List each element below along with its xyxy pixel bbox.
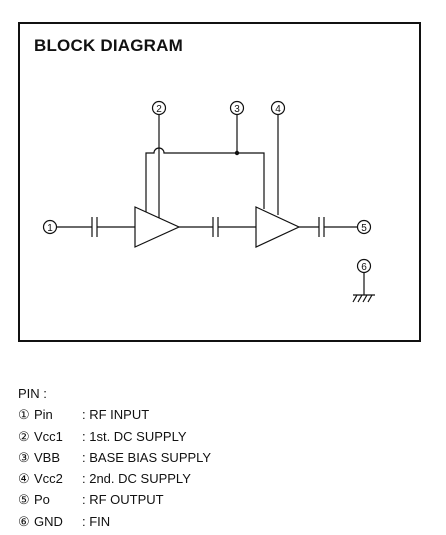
pin-description: : FIN — [82, 513, 111, 529]
pin-name: Pin — [34, 407, 53, 423]
svg-text:4: 4 — [275, 104, 281, 115]
pin-name: Vcc2 — [34, 471, 63, 487]
svg-text:5: 5 — [361, 223, 367, 234]
pin-number: ③ — [18, 449, 30, 465]
pin-1-marker: 1 — [42, 219, 58, 235]
pin-4-marker: 4 — [270, 100, 286, 116]
pin-6-marker: 6 — [356, 258, 372, 274]
svg-text:2: 2 — [156, 104, 162, 115]
svg-text:6: 6 — [361, 262, 367, 273]
pin-description: : 2nd. DC SUPPLY — [82, 471, 191, 487]
pin-legend-heading: PIN : — [18, 386, 47, 401]
diagram-title: BLOCK DIAGRAM — [34, 36, 183, 55]
amplifier-2 — [255, 206, 301, 248]
amplifier-1 — [134, 206, 181, 248]
pin-name: GND — [34, 513, 63, 529]
pin-number: ④ — [18, 471, 30, 487]
pin-name: Po — [34, 492, 50, 508]
output-capacitor — [318, 217, 325, 237]
pin-description: : RF OUTPUT — [82, 492, 164, 508]
pin-name: Vcc1 — [34, 428, 63, 444]
svg-text:3: 3 — [234, 104, 240, 115]
pin-number: ② — [18, 428, 30, 444]
interstage-capacitor — [212, 217, 219, 237]
pin-description: : RF INPUT — [82, 407, 150, 423]
ground-symbol — [352, 294, 375, 303]
pin-description: : 1st. DC SUPPLY — [82, 428, 187, 444]
pin-3-marker: 3 — [229, 100, 245, 116]
block-diagram-frame: BLOCK DIAGRAM — [18, 22, 421, 342]
pin-2-marker: 2 — [151, 100, 167, 116]
pin-description: : BASE BIAS SUPPLY — [82, 449, 212, 465]
pin-name: VBB — [34, 449, 61, 465]
pin-number: ⑤ — [18, 492, 30, 508]
svg-text:1: 1 — [47, 223, 53, 234]
vbb-bias-line — [145, 114, 265, 212]
input-capacitor — [91, 217, 98, 237]
vbb-junction-dot — [234, 150, 240, 156]
pin-number: ⑥ — [18, 513, 30, 529]
pin-5-marker: 5 — [356, 219, 372, 235]
pin-number: ① — [18, 407, 30, 423]
